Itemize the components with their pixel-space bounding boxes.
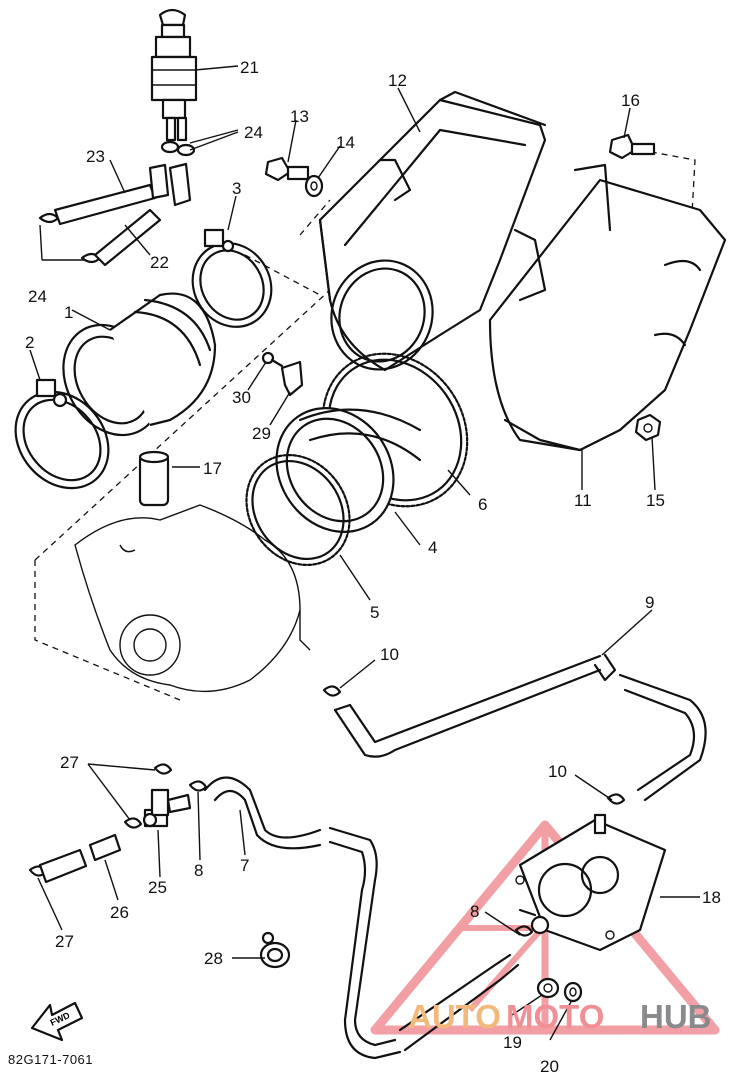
clip-8 (188, 780, 534, 937)
bolt-13 (264, 156, 310, 182)
callout-26: 26 (110, 903, 129, 922)
engine-outline (74, 504, 311, 693)
fuel-pump-18 (515, 813, 667, 952)
clip-10 (322, 685, 626, 805)
callout-30: 30 (232, 388, 251, 407)
clamp-2 (14, 378, 110, 490)
breather-valve (150, 8, 198, 142)
joint-4 (275, 407, 422, 533)
watermark-moto: MOTO (506, 998, 604, 1035)
callout-11: 11 (574, 491, 592, 510)
callout-28: 28 (204, 949, 223, 968)
watermark-text: AUTO MOTO HUB (408, 998, 712, 1035)
nut-15 (634, 413, 662, 442)
callout-7: 7 (240, 856, 249, 875)
callouts: 21 24 23 22 24 3 1 2 13 14 12 16 30 29 1… (25, 58, 721, 1076)
callout-4: 4 (428, 538, 437, 557)
bracket-29 (280, 360, 304, 397)
callout-12: 12 (388, 71, 407, 90)
callout-3: 3 (232, 179, 241, 198)
air-box-upper (318, 90, 547, 372)
callout-24b: 24 (28, 287, 47, 306)
washer-14 (304, 174, 324, 198)
callout-27a: 27 (60, 753, 79, 772)
clamp-3 (191, 228, 273, 328)
callout-1: 1 (64, 303, 73, 322)
callout-21: 21 (240, 58, 259, 77)
leader-lines (29, 65, 700, 1041)
callout-8b: 8 (470, 902, 479, 921)
damper-19 (536, 977, 560, 999)
hose-26 (38, 833, 122, 884)
callout-13: 13 (290, 107, 309, 126)
callout-8a: 8 (194, 861, 203, 880)
callout-9: 9 (645, 593, 654, 612)
callout-10b: 10 (548, 762, 567, 781)
callout-24a: 24 (244, 123, 263, 142)
callout-27b: 27 (55, 932, 74, 951)
breather-hoses (53, 162, 192, 267)
callout-22: 22 (150, 253, 169, 272)
callout-16: 16 (621, 91, 640, 110)
fwd-arrow-icon: FWD (30, 1001, 84, 1042)
drawing-code: 82G171-7061 (8, 1052, 93, 1067)
collar-20 (563, 981, 583, 1003)
callout-14: 14 (336, 133, 355, 152)
hose-9 (333, 653, 707, 802)
cap-17 (138, 450, 170, 507)
callout-23: 23 (86, 147, 105, 166)
callout-10a: 10 (380, 645, 399, 664)
bolt-16 (608, 133, 656, 160)
fitting-25 (142, 788, 192, 828)
air-box-lower (488, 163, 727, 452)
band-5 (245, 453, 351, 567)
callout-2: 2 (25, 333, 34, 352)
screw-30 (261, 351, 284, 368)
callout-19: 19 (503, 1033, 522, 1052)
callout-29: 29 (252, 424, 271, 443)
callout-5: 5 (370, 603, 379, 622)
callout-18: 18 (702, 888, 721, 907)
callout-20: 20 (540, 1057, 559, 1076)
callout-17: 17 (203, 459, 222, 478)
callout-15: 15 (646, 491, 665, 510)
hose-7 (203, 776, 520, 1060)
watermark-auto: AUTO (408, 998, 501, 1035)
clip-28 (259, 931, 291, 969)
watermark-hub: HUB (640, 998, 712, 1035)
callout-6: 6 (478, 495, 487, 514)
callout-25: 25 (148, 878, 167, 897)
